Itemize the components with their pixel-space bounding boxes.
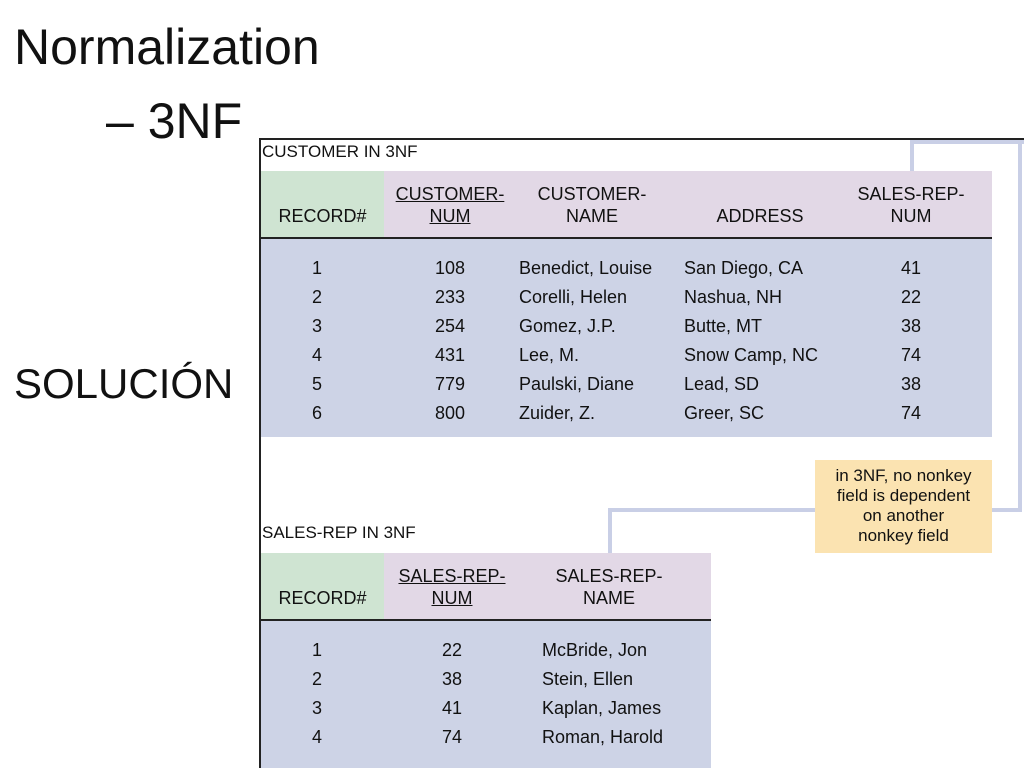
record-header-cell: [261, 553, 384, 619]
note-line-3: on another: [862, 506, 945, 525]
salesrep-table: RECORD# SALES-REP- NUM SALES-REP- NAME 1…: [261, 553, 711, 768]
cell-rep: 74: [900, 345, 922, 365]
cell-address: Nashua, NH: [684, 287, 783, 307]
note-line-4: nonkey field: [858, 526, 949, 545]
header-sales-rep-num-line2: NUM: [890, 206, 932, 226]
header-sales-rep-num-line2: NUM: [431, 588, 473, 608]
cell-num: 779: [434, 374, 466, 394]
header-sales-rep-num-line1: SALES-REP-: [857, 184, 965, 204]
cell-name: Benedict, Louise: [519, 258, 653, 278]
customer-table-header: RECORD# CUSTOMER- NUM CUSTOMER- NAME ADD…: [261, 171, 992, 239]
cell-rep: 22: [900, 287, 922, 307]
header-sales-rep-name-line2: NAME: [582, 588, 635, 608]
cell-rep: 41: [900, 258, 922, 278]
cell-record: 1: [311, 640, 322, 660]
cell-record: 5: [311, 374, 322, 394]
header-customer-num: CUSTOMER- NUM: [385, 183, 515, 227]
header-sales-rep-name: SALES-REP- NAME: [537, 565, 681, 609]
solution-label: SOLUCIÓN: [14, 360, 234, 407]
salesrep-table-label: SALES-REP IN 3NF: [262, 523, 416, 542]
cell-num: 38: [441, 669, 463, 689]
cell-rep: 74: [900, 403, 922, 423]
header-sales-rep-num: SALES-REP- NUM: [385, 565, 519, 609]
cell-address: Greer, SC: [684, 403, 765, 423]
tables-frame: [259, 138, 1024, 768]
header-address: ADDRESS: [716, 206, 804, 226]
slide-title: Normalization: [14, 19, 320, 75]
salesrep-table-body: 1 22 McBride, Jon 2 38 Stein, Ellen 3 41 Kaplan,…: [261, 621, 711, 768]
cell-record: 6: [311, 403, 322, 423]
cell-name: Corelli, Helen: [519, 287, 628, 307]
cell-record: 2: [311, 287, 322, 307]
header-customer-name-line1: CUSTOMER-: [537, 184, 647, 204]
cell-record: 4: [311, 345, 322, 365]
slide-subtitle: – 3NF: [106, 93, 243, 149]
connector-top-vertical-left: [910, 140, 914, 172]
cell-name: Kaplan, James: [542, 698, 662, 718]
cell-rep: 38: [900, 316, 922, 336]
record-header-cell: [261, 171, 384, 237]
customer-table-body: 1 108 Benedict, Louise San Diego, CA 41 2 233 C…: [261, 239, 992, 437]
cell-num: 41: [441, 698, 463, 718]
cell-address: San Diego, CA: [684, 258, 804, 278]
header-customer-name: CUSTOMER- NAME: [519, 183, 665, 227]
cell-name: Stein, Ellen: [542, 669, 634, 689]
note-line-2: field is dependent: [836, 486, 971, 505]
cell-address: Snow Camp, NC: [684, 345, 819, 365]
salesrep-table-header: RECORD# SALES-REP- NUM SALES-REP- NAME: [261, 553, 711, 621]
cell-name: McBride, Jon: [542, 640, 648, 660]
cell-record: 3: [311, 698, 322, 718]
cell-record: 3: [311, 316, 322, 336]
cell-name: Zuider, Z.: [519, 403, 596, 423]
cell-rep: 38: [900, 374, 922, 394]
header-record: RECORD#: [278, 206, 367, 226]
cell-record: 1: [311, 258, 322, 278]
header-sales-rep-num: SALES-REP- NUM: [843, 183, 979, 227]
header-customer-num-line1: CUSTOMER-: [395, 184, 505, 204]
cell-name: Paulski, Diane: [519, 374, 635, 394]
cell-num: 800: [434, 403, 466, 423]
cell-record: 2: [311, 669, 322, 689]
cell-num: 254: [434, 316, 466, 336]
note-line-1: in 3NF, no nonkey: [835, 466, 972, 485]
header-customer-name-line2: NAME: [565, 206, 618, 226]
header-sales-rep-num-line1: SALES-REP-: [398, 566, 506, 586]
cell-address: Butte, MT: [684, 316, 763, 336]
connector-top-horizontal: [910, 140, 1024, 144]
cell-num: 431: [434, 345, 466, 365]
connector-bottom-vertical: [608, 508, 612, 553]
header-record: RECORD#: [278, 588, 367, 608]
header-sales-rep-name-line1: SALES-REP-: [555, 566, 663, 586]
cell-num: 108: [434, 258, 466, 278]
cell-num: 233: [434, 287, 466, 307]
cell-address: Lead, SD: [684, 374, 760, 394]
cell-record: 4: [311, 727, 322, 747]
cell-name: Lee, M.: [519, 345, 580, 365]
cell-num: 22: [441, 640, 463, 660]
cell-name: Gomez, J.P.: [519, 316, 616, 336]
customer-table: RECORD# CUSTOMER- NUM CUSTOMER- NAME ADD…: [261, 171, 992, 437]
note-box: in 3NF, no nonkey field is dependent on …: [815, 460, 992, 553]
cell-num: 74: [441, 727, 463, 747]
cell-name: Roman, Harold: [542, 727, 664, 747]
header-customer-num-line2: NUM: [429, 206, 471, 226]
connector-right-vertical: [1018, 140, 1022, 512]
customer-table-label: CUSTOMER IN 3NF: [262, 142, 418, 161]
